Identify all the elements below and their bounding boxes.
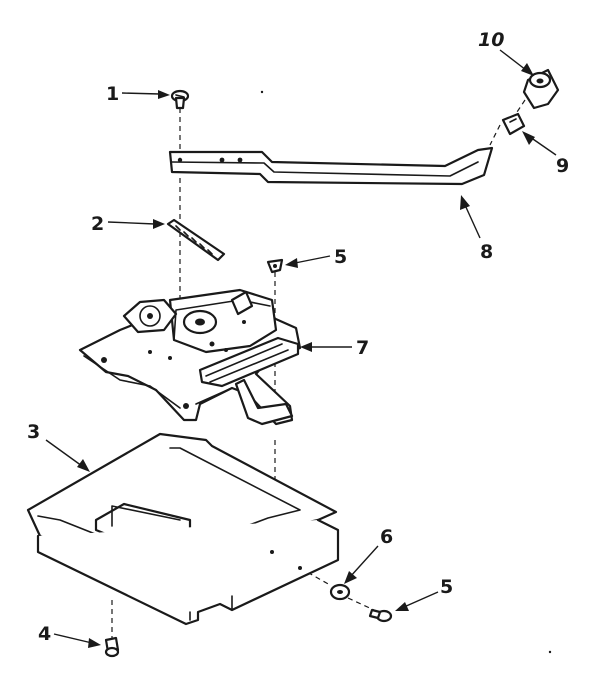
clip (501, 112, 526, 136)
callout-7: 7 (356, 337, 369, 359)
callout-9: 9 (556, 155, 569, 177)
callout-8: 8 (480, 241, 493, 263)
screw-bottom-right (368, 608, 393, 623)
callout-labels: 1 2 3 4 5 5 6 7 8 9 10 (27, 29, 569, 645)
callout-leaders (45, 49, 557, 648)
callout-1: 1 (106, 83, 119, 105)
callout-2: 2 (91, 213, 104, 235)
knob (522, 68, 560, 110)
latch-assembly (78, 288, 302, 426)
screw-top (170, 89, 190, 110)
callout-4: 4 (38, 623, 51, 645)
callout-5-upper: 5 (334, 246, 347, 268)
callout-3: 3 (27, 421, 40, 443)
control-rod (168, 146, 494, 186)
screw-bottom-left (104, 636, 120, 658)
tray (26, 432, 340, 626)
callout-5-lower: 5 (440, 576, 453, 598)
screw-mid (266, 258, 284, 274)
spring (166, 218, 226, 262)
nut (329, 583, 351, 601)
callout-10: 10 (478, 29, 504, 51)
callout-6: 6 (380, 526, 393, 548)
print-specks (260, 90, 552, 654)
